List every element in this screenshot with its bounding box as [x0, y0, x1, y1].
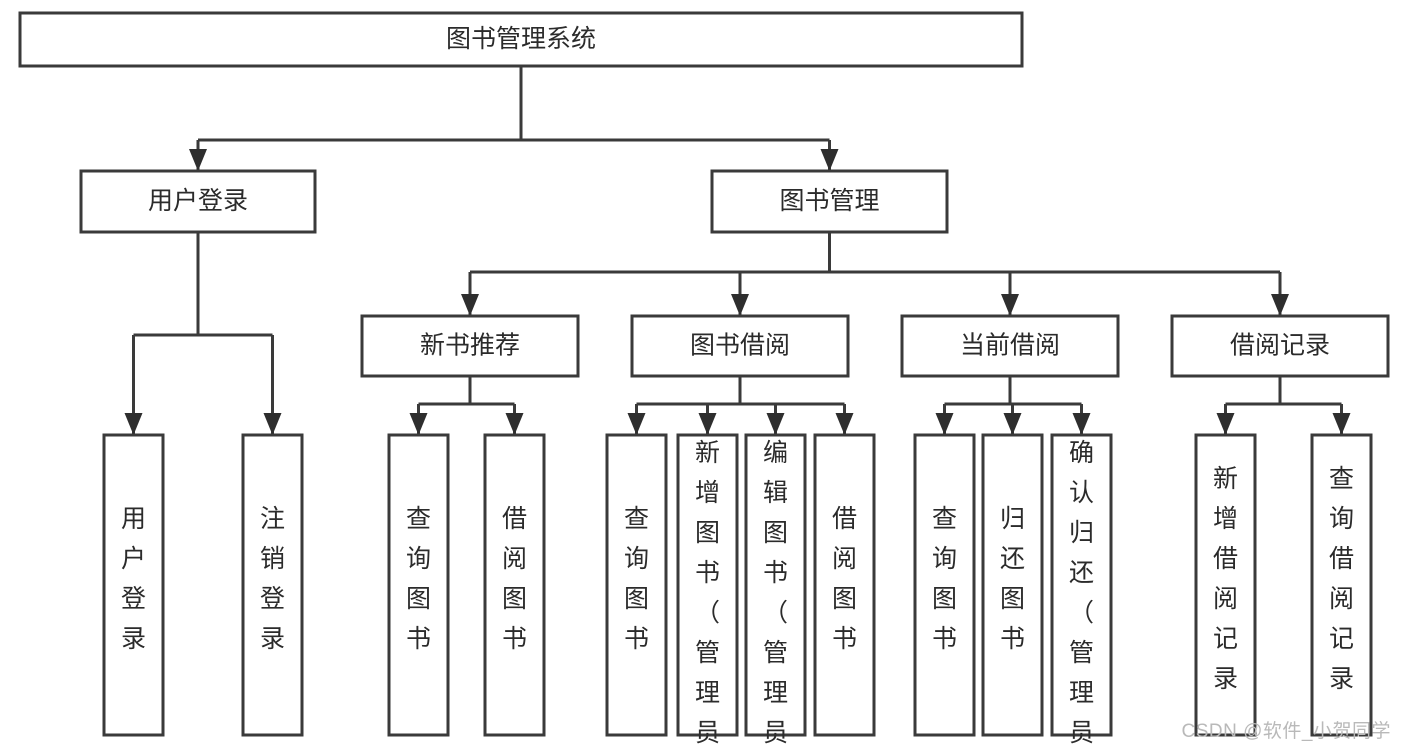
node-label: 当前借阅	[960, 332, 1060, 360]
node-new-book-rec[interactable]: 新书推荐	[360, 314, 580, 378]
node-label: 新增图书（管理员）	[695, 439, 720, 747]
node-label: 新增借阅记录	[1213, 465, 1238, 693]
node-leaf-borrow-book[interactable]: 借阅图书	[813, 433, 876, 737]
node-box	[900, 314, 1120, 378]
arrow-head-icon	[189, 149, 207, 171]
node-label: 借阅记录	[1230, 332, 1330, 360]
node-leaf-query-book-current[interactable]: 查询图书	[913, 433, 976, 737]
node-box	[102, 433, 165, 737]
node-book-manage[interactable]: 图书管理	[710, 169, 949, 234]
node-leaf-return-book[interactable]: 归还图书	[981, 433, 1044, 737]
node-box	[1310, 433, 1373, 737]
node-label: 归还图书	[1000, 505, 1025, 653]
node-leaf-logout[interactable]: 注销登录	[241, 433, 304, 737]
node-label: 新书推荐	[420, 332, 520, 360]
arrow-head-icon	[1001, 294, 1019, 316]
arrow-head-icon	[935, 413, 954, 435]
node-label: 编辑图书（管理员）	[763, 439, 788, 747]
node-borrow-record[interactable]: 借阅记录	[1170, 314, 1390, 378]
arrow-head-icon	[1216, 413, 1235, 435]
node-leaf-user-login[interactable]: 用户登录	[102, 433, 165, 737]
node-leaf-query-record[interactable]: 查询借阅记录	[1310, 433, 1373, 737]
arrow-head-icon	[124, 413, 143, 435]
node-box	[813, 433, 876, 737]
node-label: 查询借阅记录	[1329, 465, 1354, 693]
node-label: 注销登录	[260, 505, 285, 653]
arrow-head-icon	[1003, 413, 1022, 435]
node-box	[79, 169, 317, 234]
arrow-head-icon	[731, 294, 749, 316]
node-layer: 图书管理系统用户登录图书管理新书推荐图书借阅当前借阅借阅记录用户登录注销登录查询…	[18, 11, 1390, 747]
node-label: 图书管理	[779, 187, 879, 215]
arrow-head-icon	[1271, 294, 1289, 316]
node-root[interactable]: 图书管理系统	[18, 11, 1024, 68]
node-box	[913, 433, 976, 737]
arrow-head-icon	[409, 413, 428, 435]
arrow-head-icon	[835, 413, 854, 435]
node-label: 借阅图书	[502, 505, 527, 653]
node-label: 图书管理系统	[446, 25, 596, 53]
node-label: 查询图书	[932, 505, 957, 653]
node-box	[630, 314, 850, 378]
node-box	[710, 169, 949, 234]
node-label: 确认归还（管理员）	[1069, 439, 1094, 747]
arrow-head-icon	[1072, 413, 1091, 435]
arrow-head-icon	[766, 413, 785, 435]
arrow-head-icon	[505, 413, 524, 435]
node-leaf-query-book-borrow[interactable]: 查询图书	[605, 433, 668, 737]
node-box	[18, 11, 1024, 68]
arrow-head-icon	[461, 294, 479, 316]
node-box	[387, 433, 450, 737]
node-book-borrow[interactable]: 图书借阅	[630, 314, 850, 378]
node-box	[241, 433, 304, 737]
node-label: 用户登录	[148, 187, 248, 215]
connector-layer	[124, 66, 1351, 435]
node-leaf-add-record[interactable]: 新增借阅记录	[1194, 433, 1257, 737]
node-leaf-add-book[interactable]: 新增图书（管理员）	[676, 433, 739, 747]
node-leaf-edit-book[interactable]: 编辑图书（管理员）	[744, 433, 807, 747]
node-box	[744, 433, 807, 737]
node-label: 用户登录	[121, 505, 146, 653]
node-leaf-borrow-book-rec[interactable]: 借阅图书	[483, 433, 546, 737]
node-box	[483, 433, 546, 737]
node-box	[676, 433, 739, 737]
node-current-borrow[interactable]: 当前借阅	[900, 314, 1120, 378]
node-label: 图书借阅	[690, 332, 790, 360]
arrow-head-icon	[627, 413, 646, 435]
node-box	[360, 314, 580, 378]
arrow-head-icon	[698, 413, 717, 435]
node-user-login[interactable]: 用户登录	[79, 169, 317, 234]
node-label: 借阅图书	[832, 505, 857, 653]
node-label: 查询图书	[406, 505, 431, 653]
node-box	[1050, 433, 1113, 737]
arrow-head-icon	[263, 413, 282, 435]
node-box	[605, 433, 668, 737]
arrow-head-icon	[1332, 413, 1351, 435]
node-box	[981, 433, 1044, 737]
node-leaf-query-book-rec[interactable]: 查询图书	[387, 433, 450, 737]
node-leaf-confirm-return[interactable]: 确认归还（管理员）	[1050, 433, 1113, 747]
arrow-head-icon	[820, 149, 839, 171]
node-label: 查询图书	[624, 505, 649, 653]
node-box	[1194, 433, 1257, 737]
node-box	[1170, 314, 1390, 378]
